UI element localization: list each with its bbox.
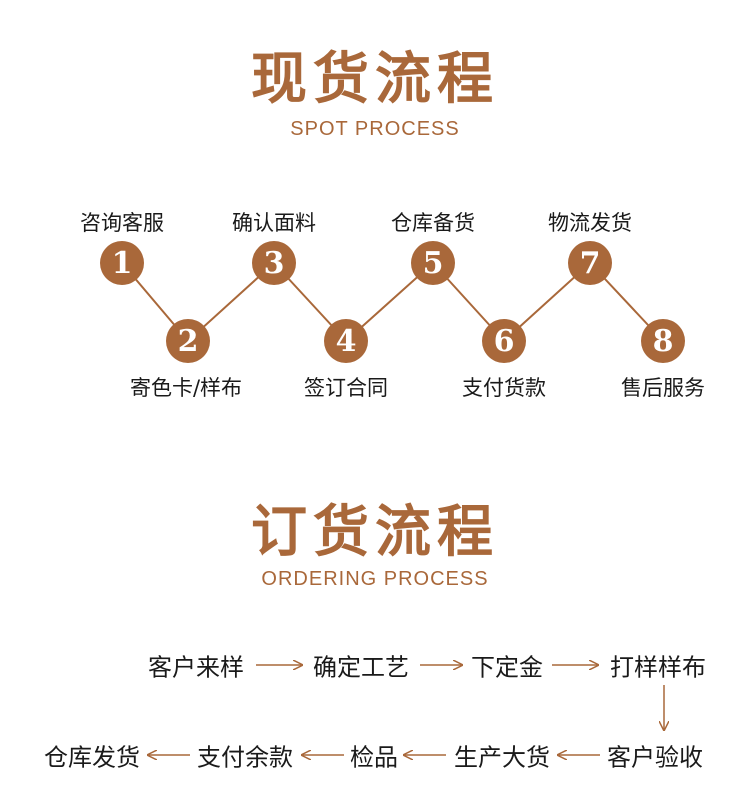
flow-step-mass-production: 生产大货 (454, 743, 550, 772)
ordering-title: 订货流程 (251, 499, 499, 565)
step-7-label: 物流发货 (548, 211, 632, 235)
step-1-label: 咨询客服 (80, 211, 164, 235)
step-7-circle: 7 (568, 241, 612, 285)
flow-step-balance-payment: 支付余款 (197, 743, 293, 772)
flow-step-customer-sample: 客户来样 (148, 653, 244, 682)
flow-step-deposit: 下定金 (471, 653, 543, 682)
step-6-label: 支付货款 (462, 376, 546, 400)
flow-step-warehouse-shipping: 仓库发货 (44, 743, 140, 772)
step-1-circle: 1 (100, 241, 144, 285)
flow-step-inspection: 检品 (350, 743, 398, 772)
flow-step-confirm-process: 确定工艺 (313, 653, 409, 682)
flow-step-customer-acceptance: 客户验收 (607, 743, 703, 772)
step-6-circle: 6 (482, 319, 526, 363)
step-2-circle: 2 (166, 319, 210, 363)
step-8-circle: 8 (641, 319, 685, 363)
step-4-circle: 4 (324, 319, 368, 363)
ordering-subtitle: ORDERING PROCESS (261, 568, 489, 590)
step-4-label: 签订合同 (304, 376, 388, 400)
spot-title: 现货流程 (251, 46, 499, 112)
step-3-label: 确认面料 (232, 211, 316, 235)
step-5-label: 仓库备货 (391, 211, 475, 235)
spot-subtitle: SPOT PROCESS (290, 118, 460, 140)
step-2-label: 寄色卡/样布 (129, 376, 243, 400)
step-5-circle: 5 (411, 241, 455, 285)
step-3-circle: 3 (252, 241, 296, 285)
step-8-label: 售后服务 (621, 376, 705, 400)
flow-step-sample-cloth: 打样样布 (610, 653, 706, 682)
